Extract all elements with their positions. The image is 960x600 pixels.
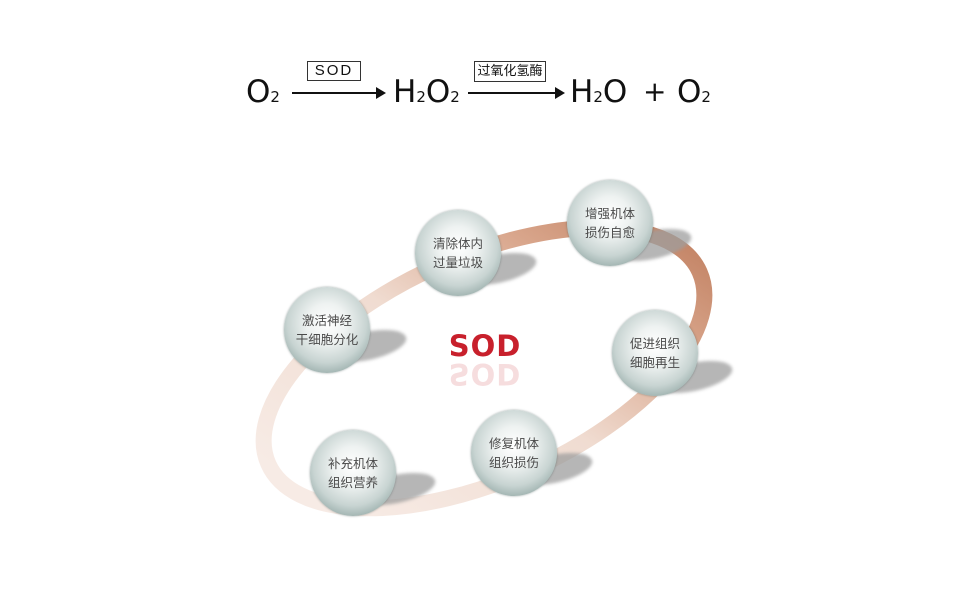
cycle-node-tissue-repair: 修复机体 组织损伤: [471, 410, 557, 496]
product-o2: O2: [677, 70, 711, 119]
cycle-node-self-healing: 增强机体 损伤自愈: [567, 180, 653, 266]
reactant-symbol: O: [246, 74, 271, 110]
catalyst-sod-box: SOD: [307, 61, 361, 81]
cycle-node-nutrition: 补充机体 组织营养: [310, 430, 396, 516]
intermediate-symbol-h: H: [393, 74, 417, 110]
intermediate-subscript-o: 2: [450, 88, 460, 106]
node-line-1: 增强机体: [584, 206, 635, 221]
reaction-arrow-1: [292, 87, 386, 99]
reactant-o2: O2: [246, 70, 280, 119]
node-line-2: 干细胞分化: [295, 332, 359, 347]
node-line-1: 补充机体: [327, 456, 378, 471]
node-line-1: 促进组织: [629, 336, 680, 351]
center-sod-label: SOD: [448, 329, 522, 363]
intermediate-symbol-o: O: [425, 74, 451, 110]
product-subscript-h: 2: [593, 88, 603, 106]
reaction-equation: O2 SOD H2O2 过氧化氢酶 H2O + O2: [0, 0, 960, 130]
catalyst-catalase-box: 过氧化氢酶: [474, 61, 546, 82]
node-line-2: 细胞再生: [629, 355, 680, 370]
product-symbol-h: H: [570, 74, 594, 110]
product-h2o: H2O: [570, 70, 627, 119]
reactant-subscript: 2: [270, 88, 280, 106]
node-line-2: 损伤自愈: [584, 225, 635, 240]
cycle-node-clear-waste: 清除体内 过量垃圾: [415, 210, 501, 296]
product2-subscript: 2: [701, 88, 711, 106]
node-line-1: 激活神经: [301, 313, 352, 328]
product-symbol-o: O: [602, 74, 628, 110]
reaction-arrow-2: [468, 87, 565, 99]
cycle-node-stem-cell: 激活神经 干细胞分化: [284, 287, 370, 373]
intermediate-h2o2: H2O2: [393, 70, 460, 119]
cycle-node-cell-regeneration: 促进组织 细胞再生: [612, 310, 698, 396]
node-line-2: 组织损伤: [488, 455, 539, 470]
node-line-1: 修复机体: [488, 436, 539, 451]
node-line-1: 清除体内: [432, 236, 483, 251]
node-line-2: 过量垃圾: [432, 255, 483, 270]
intermediate-subscript-h: 2: [416, 88, 426, 106]
product2-symbol: O: [677, 74, 702, 110]
node-line-2: 组织营养: [327, 475, 378, 490]
plus-sign: +: [643, 75, 667, 108]
